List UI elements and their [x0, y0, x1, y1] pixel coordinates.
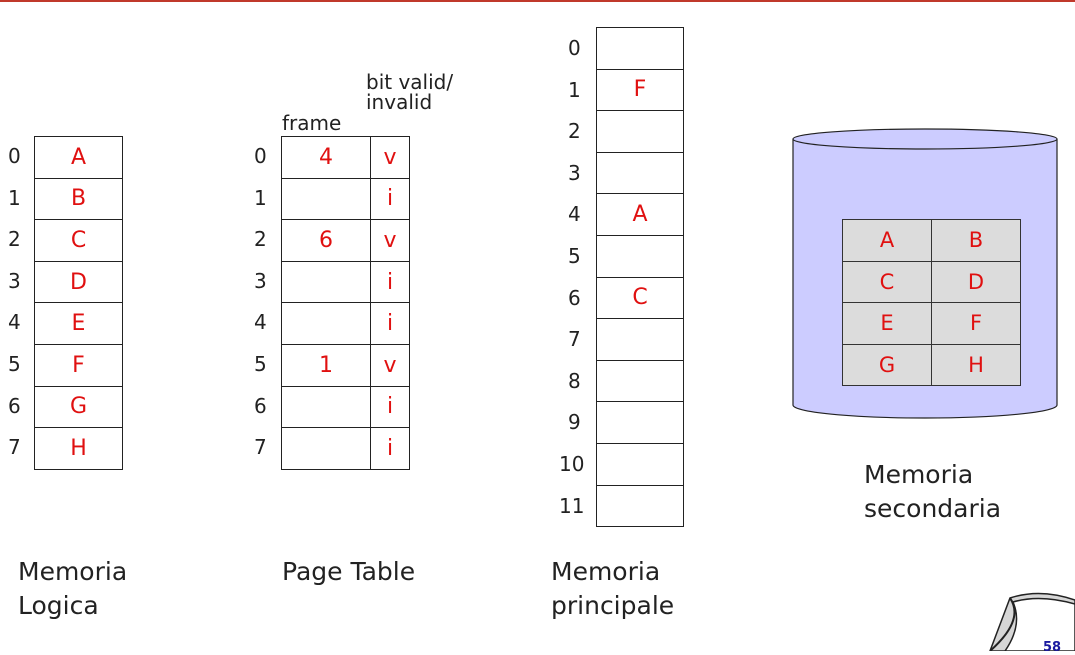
logical-page-cell: D [34, 260, 123, 304]
main-caption-line1: Memoria [551, 557, 661, 586]
main-memory-index: 10 [559, 452, 585, 476]
secondary-caption-line2: secondaria [864, 494, 1002, 523]
main-memory-frame [596, 359, 684, 403]
bit-header: bit valid/ invalid [366, 70, 453, 114]
main-memory-frame [596, 318, 684, 361]
main-memory-index: 2 [568, 119, 581, 144]
disk-page-cell: H [931, 343, 1021, 387]
main-memory-frame: F [596, 68, 684, 112]
logical-page-cell: G [34, 385, 123, 429]
page-table-index: 0 [254, 144, 267, 168]
top-rule [0, 0, 1075, 2]
main-memory-index: 6 [568, 285, 581, 310]
valid-bit-cell: i [370, 260, 410, 304]
page-table-index: 1 [254, 185, 267, 210]
logical-index: 5 [8, 352, 21, 376]
bit-header-line1: bit valid/ [366, 70, 454, 94]
logical-caption-line2: Logica [18, 591, 99, 620]
secondary-memory-caption: Memoria secondaria [864, 458, 1001, 526]
valid-bit-cell: i [370, 177, 410, 221]
disk-page-cell: G [842, 343, 932, 387]
slide-corner-icon [989, 592, 1075, 651]
frame-cell [281, 385, 371, 429]
logical-index: 2 [8, 227, 21, 252]
logical-index: 7 [8, 435, 21, 460]
page-table-index: 4 [254, 310, 267, 335]
main-memory-frame [596, 110, 684, 153]
page-table-index: 5 [254, 352, 267, 376]
main-memory-frame [596, 151, 684, 195]
logical-index: 0 [8, 144, 21, 168]
main-memory-frame [596, 443, 684, 486]
frame-cell [281, 177, 371, 221]
main-memory-index: 8 [568, 368, 581, 393]
secondary-caption-line1: Memoria [864, 460, 974, 489]
main-memory-index: 5 [568, 244, 581, 268]
disk-page-cell: C [842, 260, 932, 304]
frame-cell [281, 302, 371, 345]
logical-page-cell: B [34, 177, 123, 221]
disk-page-cell: A [842, 219, 932, 262]
logical-index: 3 [8, 268, 21, 293]
main-memory-frame: A [596, 193, 684, 236]
logical-index: 4 [8, 310, 21, 335]
main-memory-index: 9 [568, 410, 581, 435]
valid-bit-cell: v [370, 344, 410, 387]
valid-bit-cell: i [370, 427, 410, 470]
disk-page-cell: D [931, 260, 1021, 304]
frame-header: frame [282, 111, 342, 135]
bit-header-line2: invalid [366, 90, 433, 114]
main-memory-frame [596, 401, 684, 444]
logical-caption-line1: Memoria [18, 557, 128, 586]
main-memory-index: 0 [568, 36, 581, 60]
page-table-index: 6 [254, 393, 267, 418]
main-memory-caption: Memoria principale [551, 555, 674, 623]
main-memory-index: 11 [559, 493, 585, 518]
page-table-index: 7 [254, 435, 267, 460]
valid-bit-cell: v [370, 136, 410, 179]
valid-bit-cell: v [370, 219, 410, 262]
slide-number: 58 [1043, 640, 1062, 655]
logical-page-cell: E [34, 302, 123, 345]
disk-page-cell: E [842, 302, 932, 345]
frame-cell: 6 [281, 219, 371, 262]
frame-cell: 4 [281, 136, 371, 179]
disk-page-cell: B [931, 219, 1021, 262]
logical-page-cell: F [34, 344, 123, 387]
valid-bit-cell: i [370, 385, 410, 429]
logical-page-cell: C [34, 219, 123, 262]
logical-index: 1 [8, 185, 21, 210]
main-memory-index: 3 [568, 160, 581, 185]
main-memory-index: 7 [568, 327, 581, 352]
main-memory-frame [596, 235, 684, 278]
main-caption-line2: principale [551, 591, 675, 620]
logical-page-cell: H [34, 427, 123, 470]
valid-bit-cell: i [370, 302, 410, 345]
page-table-caption: Page Table [282, 557, 416, 586]
frame-cell: 1 [281, 344, 371, 387]
main-memory-frame [596, 484, 684, 528]
logical-page-cell: A [34, 136, 123, 179]
frame-cell [281, 427, 371, 470]
page-table-index: 3 [254, 268, 267, 293]
logical-index: 6 [8, 393, 21, 418]
main-memory-index: 4 [568, 202, 581, 227]
disk-page-cell: F [931, 302, 1021, 345]
page-table-index: 2 [254, 227, 267, 252]
logical-memory-caption: Memoria Logica [18, 555, 127, 623]
frame-cell [281, 260, 371, 304]
main-memory-frame: C [596, 276, 684, 320]
main-memory-index: 1 [568, 77, 581, 102]
main-memory-frame [596, 27, 684, 70]
